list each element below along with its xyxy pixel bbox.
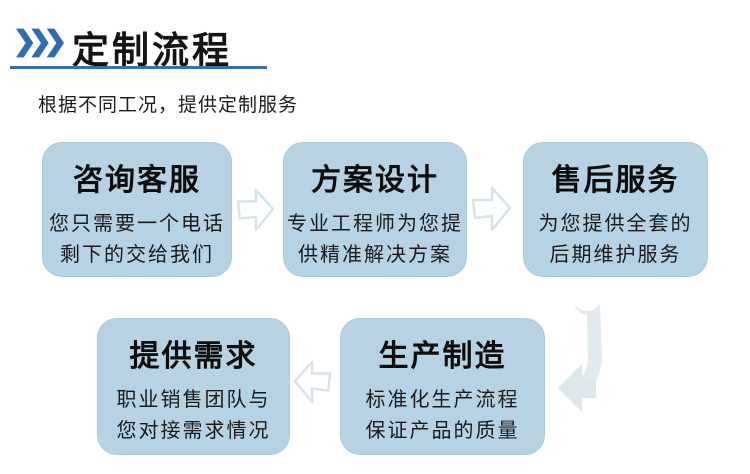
flow-step-desc-line: 职业销售团队与 (116, 387, 271, 411)
flow-step-desc-line: 您只需要一个电话 (49, 211, 225, 235)
page-title: 定制流程 (72, 30, 232, 71)
arrow-left-icon (293, 360, 332, 404)
flow-step-manufacturing: 生产制造 标准化生产流程 保证产品的质量 (340, 318, 545, 455)
flow-step-title: 生产制造 (378, 340, 507, 373)
flow-step-desc-line: 专业工程师为您提 (287, 211, 463, 235)
arrow-right-icon (236, 188, 275, 232)
flow-step-aftersales: 售后服务 为您提供全套的 后期维护服务 (523, 142, 708, 277)
flow-step-design: 方案设计 专业工程师为您提 供精准解决方案 (283, 142, 467, 277)
flow-step-title: 咨询客服 (73, 164, 201, 197)
flow-step-desc-line: 标准化生产流程 (365, 387, 520, 411)
flow-step-title: 方案设计 (311, 164, 439, 197)
flow-step-desc-line: 后期维护服务 (549, 242, 682, 266)
triple-chevron-icon (16, 28, 64, 58)
arrow-down-curved-icon (558, 304, 602, 412)
flow-step-requirements: 提供需求 职业销售团队与 您对接需求情况 (97, 318, 290, 455)
flow-step-desc-line: 剩下的交给我们 (60, 242, 214, 266)
flow-step-desc-line: 您对接需求情况 (116, 418, 271, 442)
arrow-right-icon (471, 186, 512, 232)
flow-step-desc-line: 为您提供全套的 (538, 211, 693, 235)
flow-step-title: 提供需求 (129, 340, 258, 373)
page-subtitle: 根据不同工况，提供定制服务 (38, 95, 299, 116)
flow-step-title: 售后服务 (551, 164, 680, 197)
flow-step-consult: 咨询客服 您只需要一个电话 剩下的交给我们 (42, 142, 232, 277)
flow-step-desc-line: 供精准解决方案 (298, 242, 452, 266)
title-underline (10, 66, 267, 69)
flow-step-desc-line: 保证产品的质量 (365, 418, 520, 442)
